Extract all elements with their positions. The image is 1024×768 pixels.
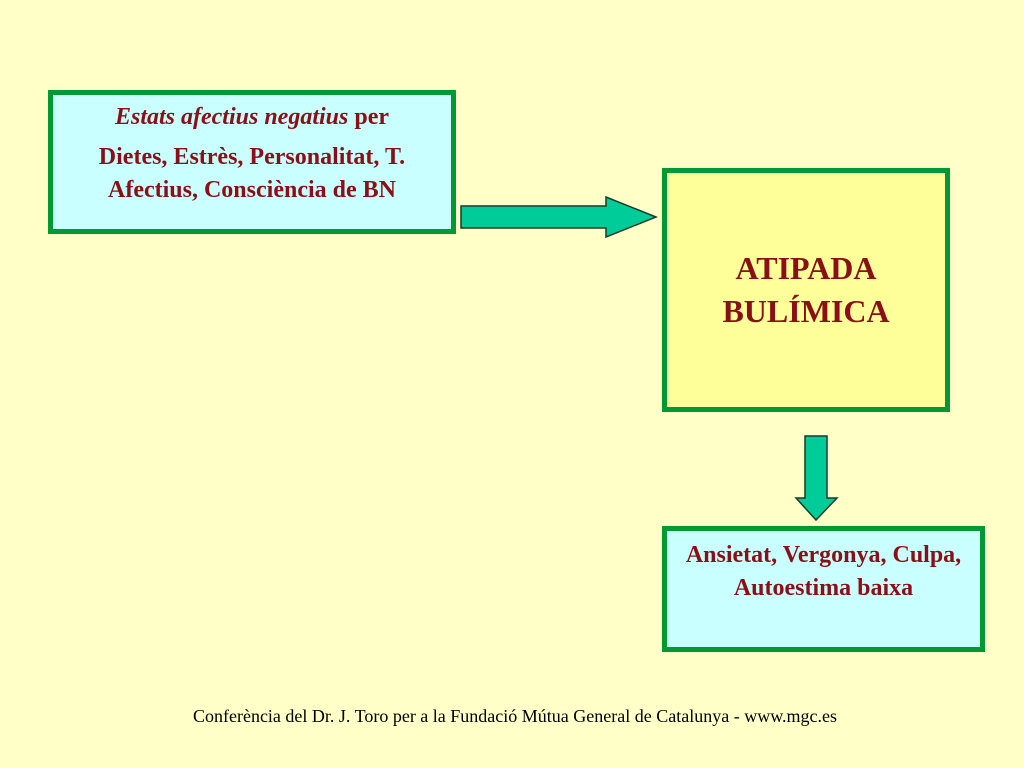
footer-credit: Conferència del Dr. J. Toro per a la Fun…: [192, 706, 838, 726]
down-arrow-icon: [794, 435, 839, 522]
cause-box-plain-text: per: [348, 104, 390, 130]
center-box: ATIPADA BULÍMICA: [662, 168, 950, 412]
center-box-line-1: ATIPADA: [735, 250, 877, 286]
cause-box: Estats afectius negatius per Dietes, Est…: [48, 90, 456, 234]
center-box-line-2: BULÍMICA: [722, 293, 890, 329]
cause-box-line-3: Afectius, Consciència de BN: [108, 177, 396, 203]
effect-box: Ansietat, Vergonya, Culpa, Autoestima ba…: [662, 526, 985, 652]
cause-box-line-2: Dietes, Estrès, Personalitat, T.: [98, 144, 406, 170]
right-arrow-icon: [460, 195, 659, 239]
cause-box-heading: Estats afectius negatius per: [53, 101, 451, 134]
effect-box-text: Ansietat, Vergonya, Culpa, Autoestima ba…: [685, 542, 962, 601]
cause-box-italic-text: Estats afectius negatius: [114, 104, 349, 130]
